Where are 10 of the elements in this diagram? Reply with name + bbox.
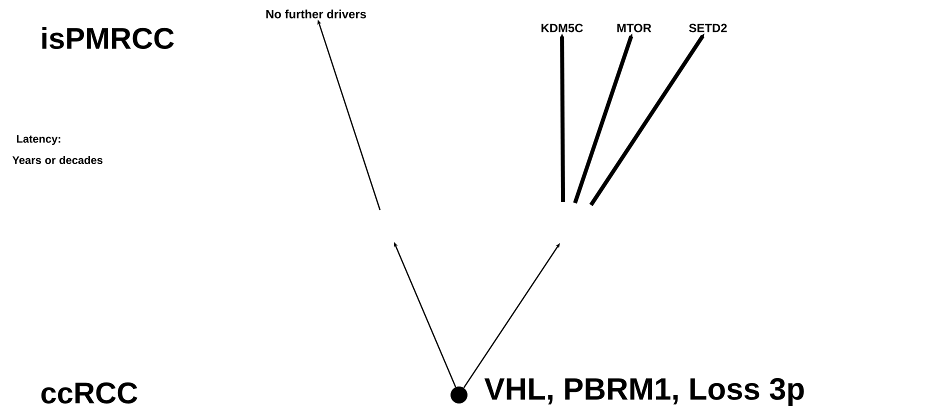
gene-label: KDM5C — [542, 24, 583, 32]
heading: Latency: — [16, 135, 60, 145]
dot — [450, 386, 468, 404]
heading: ccRCC — [41, 382, 138, 404]
gene-label: SETD2 — [689, 24, 727, 32]
gene-label: MTOR — [617, 24, 652, 32]
heading: isPMRCC — [42, 27, 174, 49]
gene-label: No further drivers — [266, 10, 366, 18]
mutation-label: VHL, PBRM1, Loss 3p — [484, 378, 804, 406]
heading: Years or decades — [12, 156, 102, 164]
